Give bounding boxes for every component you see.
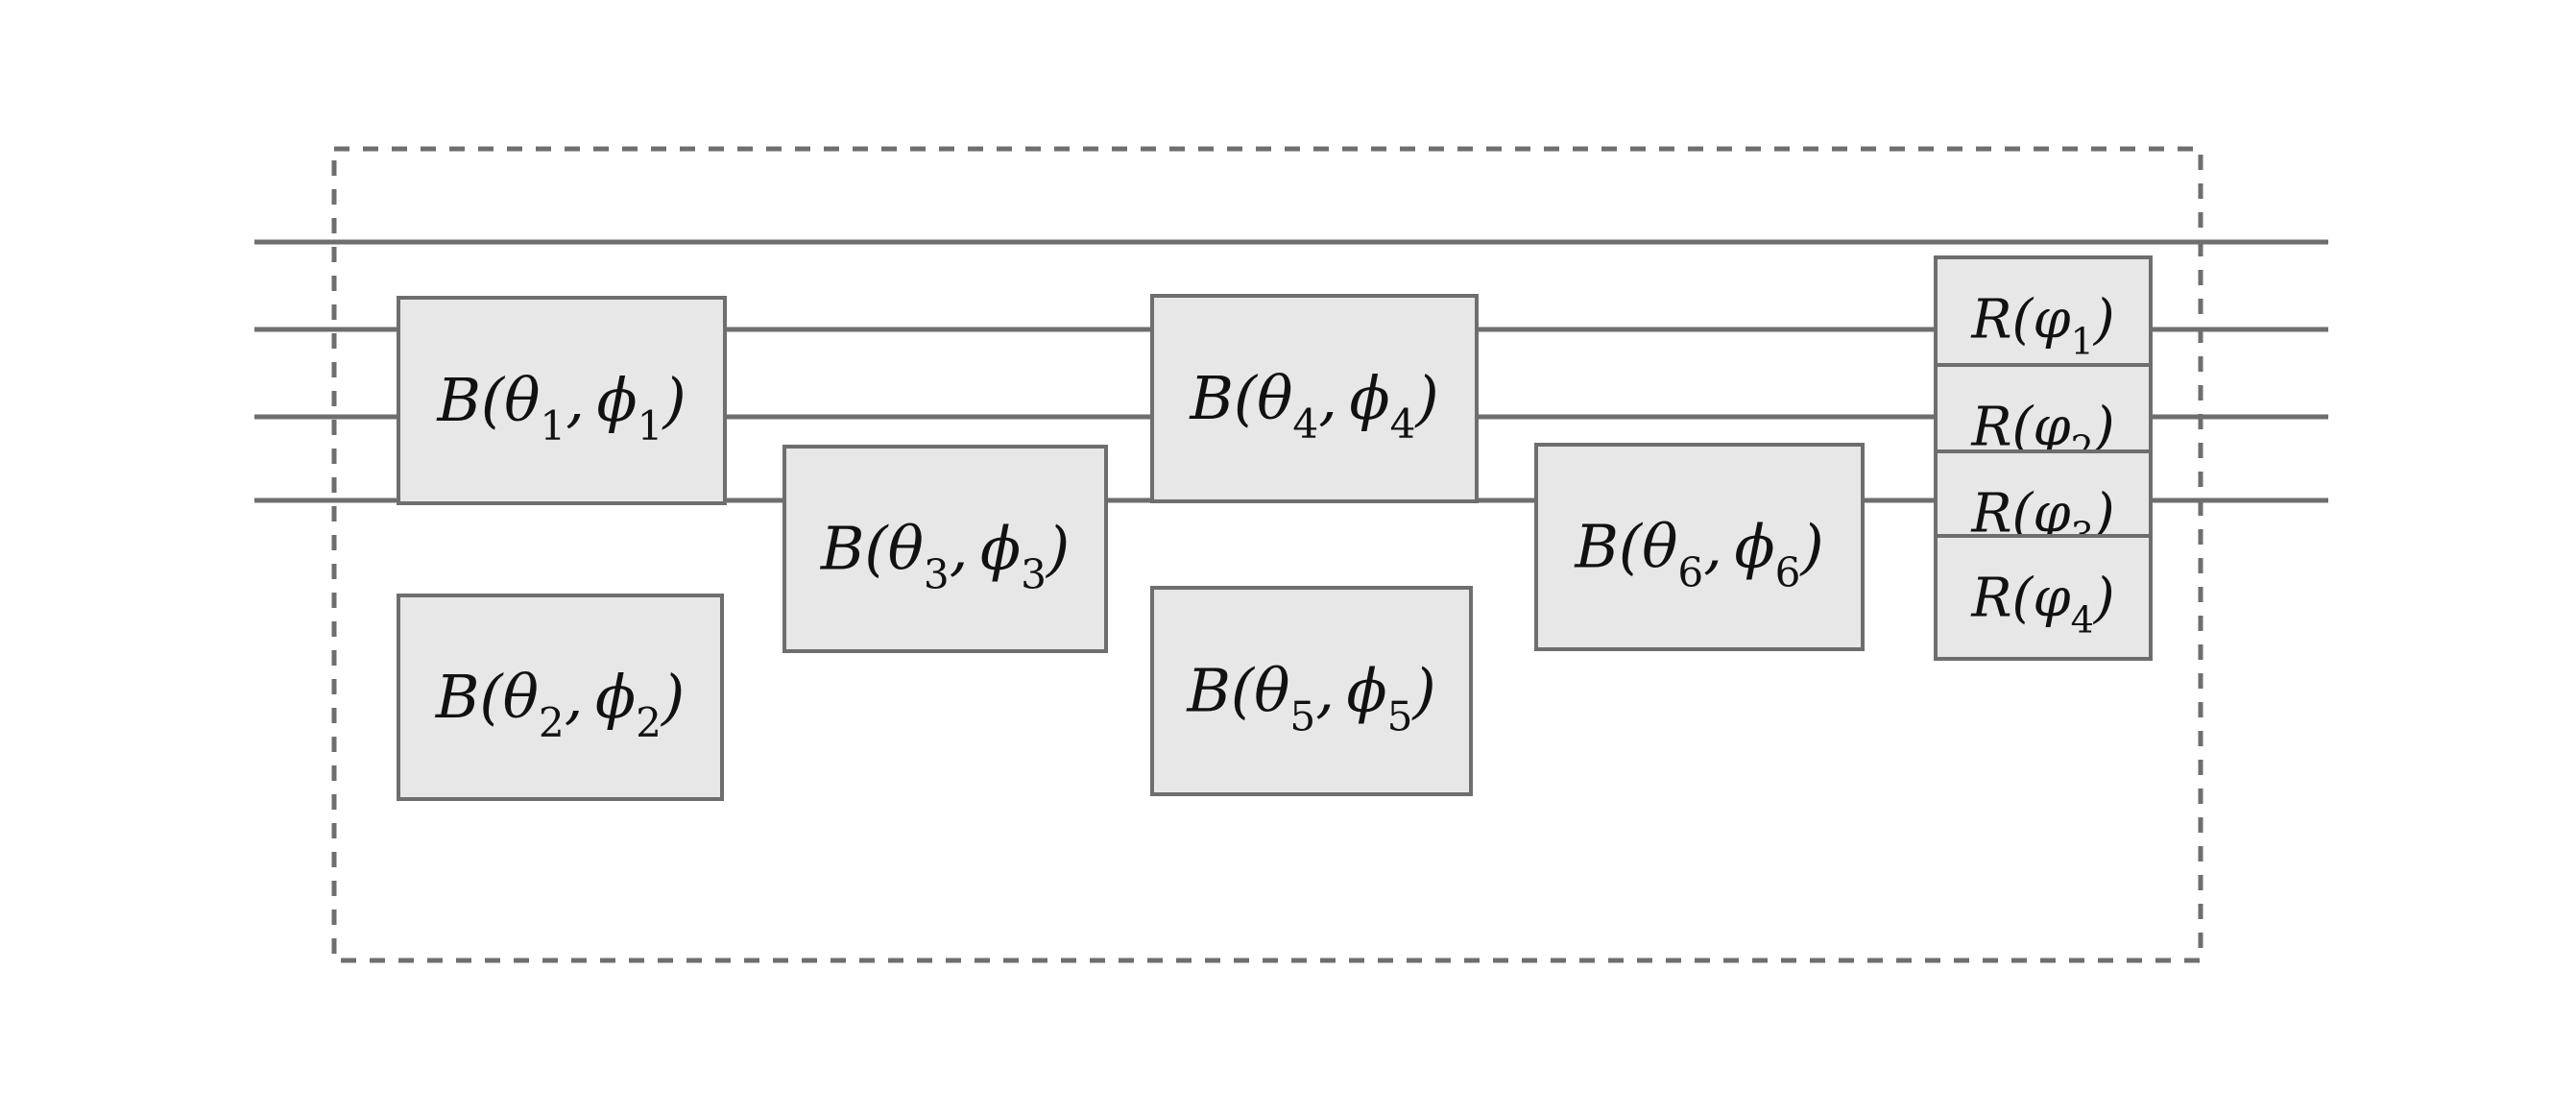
gate-layer: B(θ1, ϕ1) B(θ2, ϕ2) B(θ3, ϕ3) B(θ4, ϕ4) B(θ5… [397,255,2153,801]
gate-label-r4: R(φ4) [1970,567,2114,641]
gate-box-b4[interactable] [1150,294,1479,503]
gate-b2[interactable]: B(θ2, ϕ2) [397,594,724,801]
gate-label-b1: B(θ1, ϕ1) [436,365,686,449]
gate-box-b5[interactable] [1150,586,1473,796]
gate-label-b4: B(θ4, ϕ4) [1189,363,1438,447]
gate-b5[interactable]: B(θ5, ϕ5) [1150,586,1473,796]
gate-label-b6: B(θ6, ϕ6) [1574,512,1823,595]
dashed-interferometer-frame [331,146,2203,963]
gate-box-r4[interactable] [1934,534,2153,661]
gate-box-b6[interactable] [1534,443,1865,651]
gate-b1[interactable]: B(θ1, ϕ1) [397,296,727,505]
gate-box-b2[interactable] [397,594,724,801]
gate-box-b3[interactable] [782,445,1108,653]
gate-label-b2: B(θ2, ϕ2) [435,662,685,745]
gate-label-r1: R(φ1) [1970,288,2114,362]
dashed-frame-layer [331,146,2203,963]
gate-b4[interactable]: B(θ4, ϕ4) [1150,294,1479,503]
gate-label-b5: B(θ5, ϕ5) [1186,656,1435,740]
gate-b3[interactable]: B(θ3, ϕ3) [782,445,1108,653]
gate-r4[interactable]: R(φ4) [1934,534,2153,661]
gate-b6[interactable]: B(θ6, ϕ6) [1534,443,1865,651]
gate-label-b3: B(θ3, ϕ3) [820,514,1070,597]
gate-box-b1[interactable] [397,296,727,505]
gate-box-r1[interactable] [1934,255,2153,382]
gate-r1[interactable]: R(φ1) [1934,255,2153,382]
